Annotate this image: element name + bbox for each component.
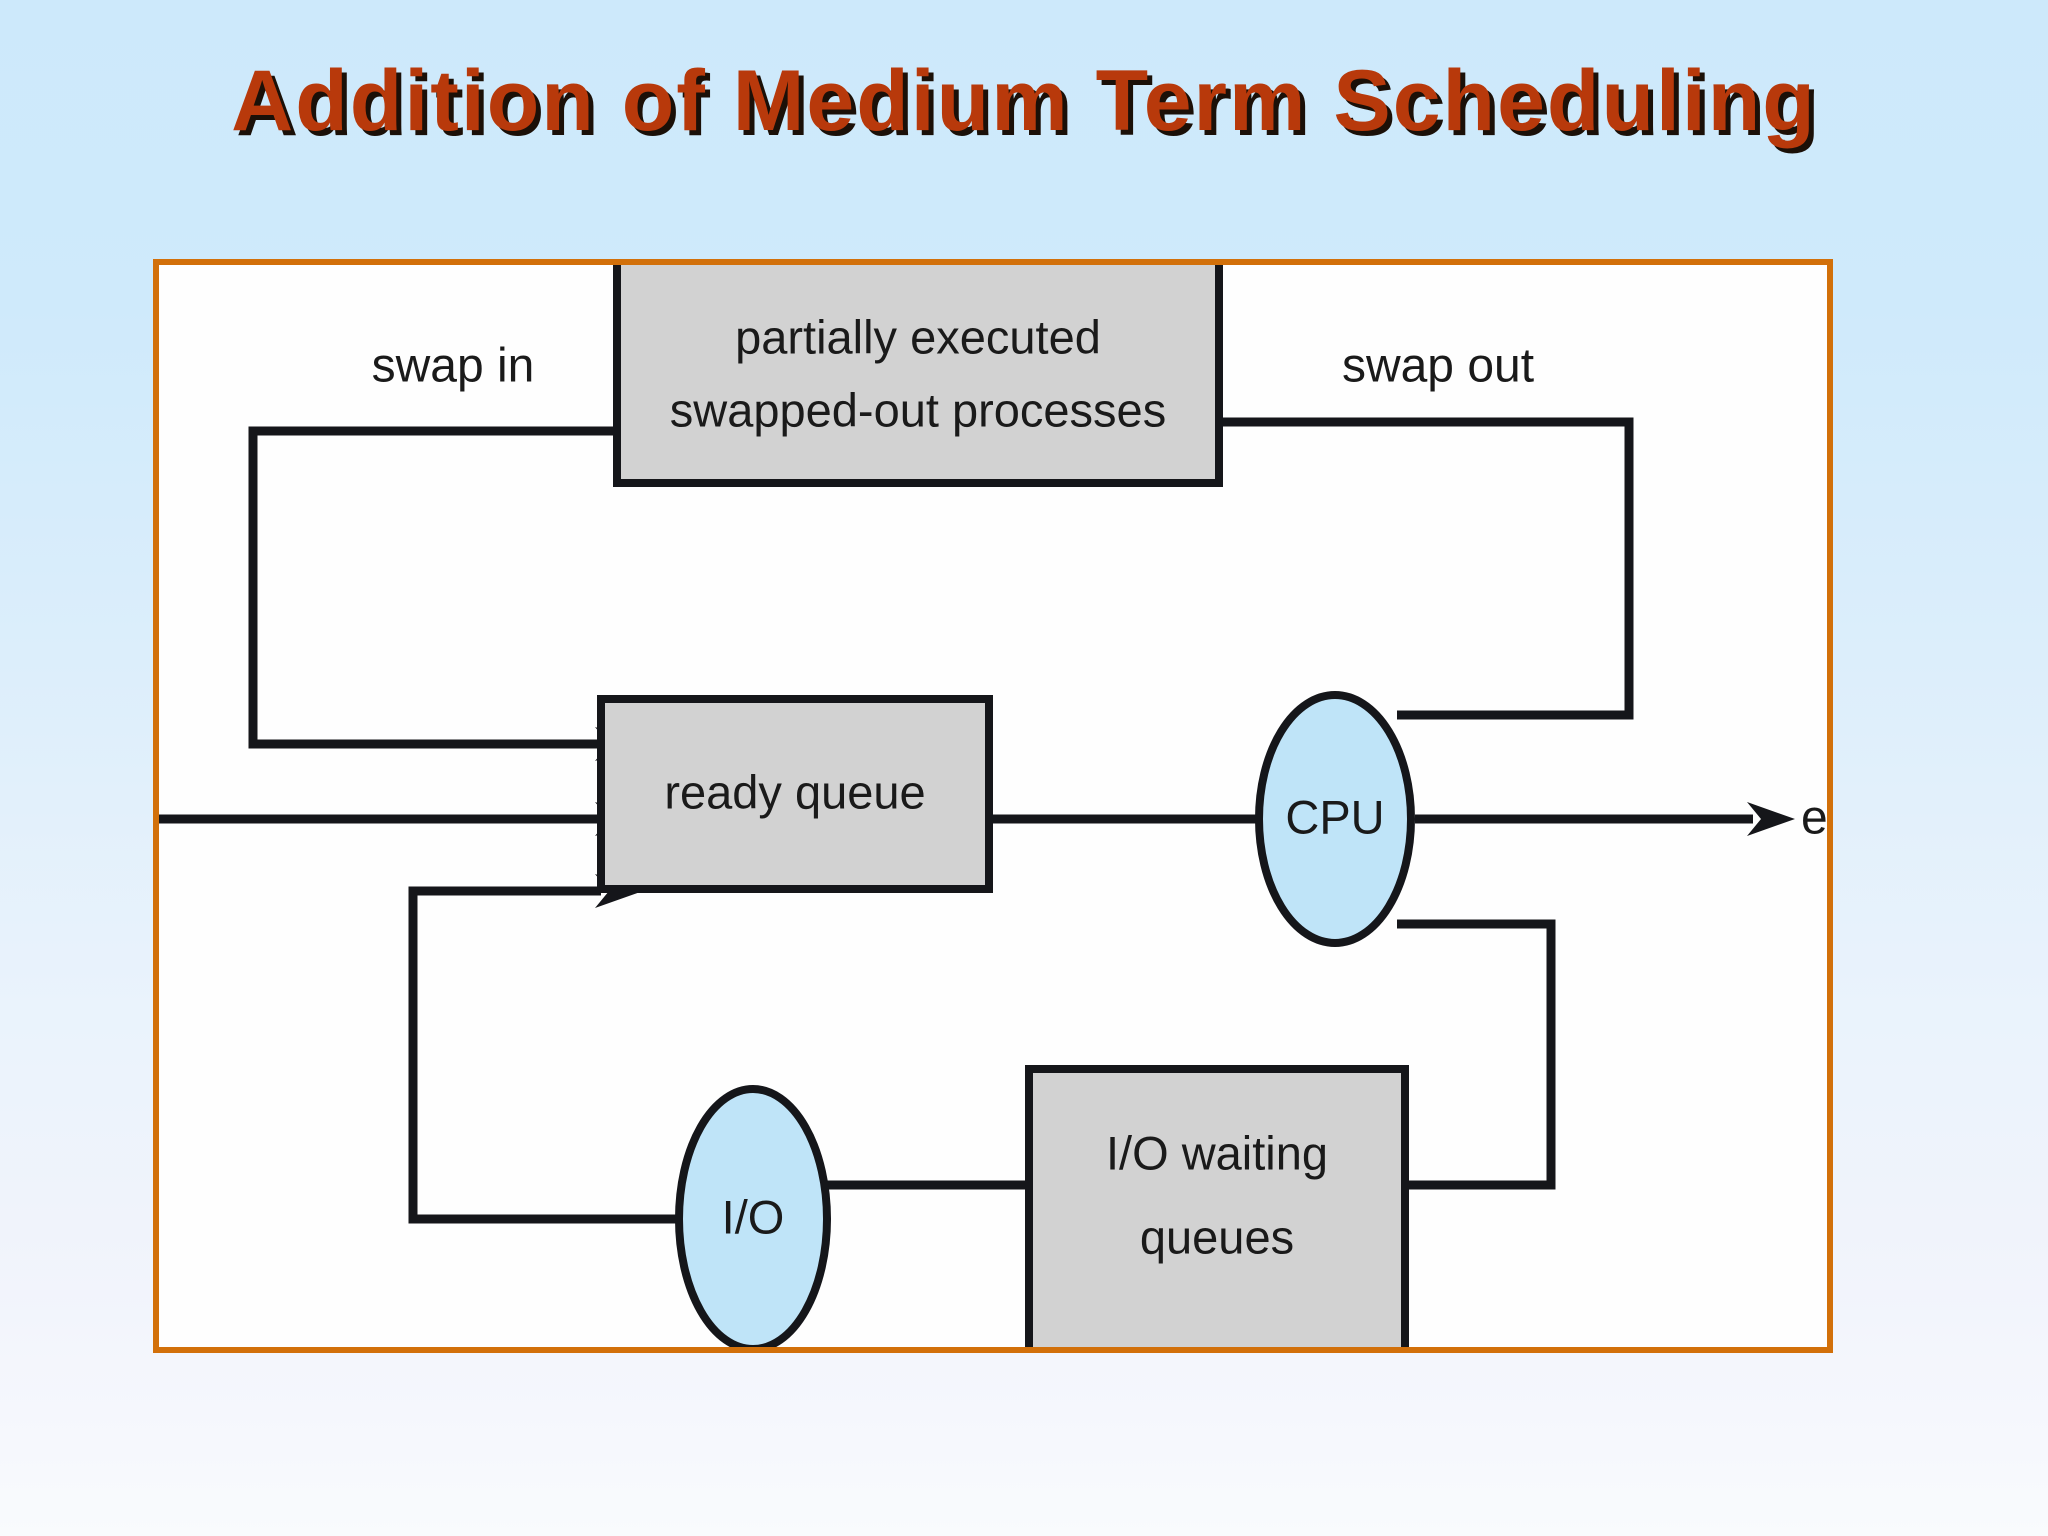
node-cpu[interactable] <box>1255 691 1415 947</box>
edge-label-swap-out: swap out <box>1342 340 1534 393</box>
edge-io-to-ready-path <box>408 886 709 1224</box>
node-io-label: I/O <box>722 1190 785 1243</box>
edge-swap-in-path <box>248 426 617 749</box>
edge-label-swap-in: swap in <box>372 340 535 393</box>
node-cpu-label: CPU <box>1285 790 1384 843</box>
arrowhead-cpu-to-end <box>1747 802 1795 836</box>
terminal-label-end: end <box>1801 792 1833 845</box>
diagram-frame: partially executed swapped-out processes… <box>153 259 1833 1353</box>
node-io-waiting-queues[interactable] <box>1025 1065 1409 1353</box>
node-ready-queue-label: ready queue <box>664 765 925 818</box>
process-scheduling-diagram: partially executed swapped-out processes… <box>159 259 1833 1353</box>
node-swapped-out-processes-line2: swapped-out processes <box>670 383 1166 436</box>
edge-cpu-to-io-waiting-path <box>1397 919 1556 1190</box>
node-io-waiting-queues-line2: queues <box>1140 1210 1294 1263</box>
node-swapped-out-processes-line1: partially executed <box>735 310 1101 363</box>
node-ready-queue[interactable] <box>597 695 993 893</box>
page-title: Addition of Medium Term Scheduling <box>231 53 1817 149</box>
node-io[interactable] <box>675 1085 831 1349</box>
node-io-waiting-queues-line1: I/O waiting <box>1106 1126 1328 1179</box>
node-swapped-out-processes[interactable] <box>613 259 1223 487</box>
edge-swap-out-path <box>1219 417 1634 720</box>
